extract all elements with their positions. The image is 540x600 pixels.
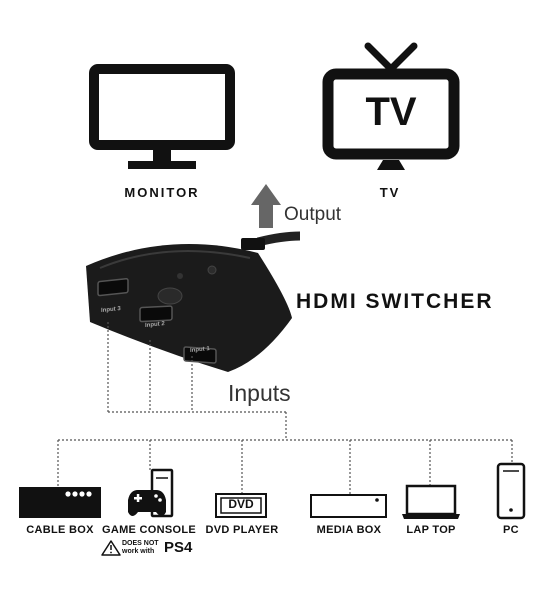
ps4-warning-brand: PS4 bbox=[164, 539, 193, 556]
connection-lines bbox=[57, 322, 513, 494]
monitor-label: MONITOR bbox=[124, 185, 200, 200]
tv-screen-text: TV bbox=[365, 90, 417, 134]
dvd-logo-text: DVD bbox=[228, 497, 254, 511]
dvd-player-icon bbox=[215, 493, 267, 518]
device-label-media-box: MEDIA BOX bbox=[316, 524, 382, 536]
hdmi-port-3 bbox=[97, 277, 129, 297]
pc-icon bbox=[496, 462, 526, 520]
output-label: Output bbox=[284, 204, 342, 225]
tv-label: TV bbox=[379, 185, 401, 200]
switcher-title: HDMI SWITCHER bbox=[296, 290, 494, 313]
monitor-icon bbox=[89, 64, 235, 169]
hdmi-port-2 bbox=[139, 305, 173, 323]
ps4-warning-line2: work with bbox=[122, 548, 155, 555]
device-label-laptop: LAP TOP bbox=[406, 524, 456, 536]
device-label-game-console: GAME CONSOLE bbox=[101, 524, 197, 536]
warning-icon bbox=[101, 540, 121, 556]
output-arrow bbox=[251, 184, 281, 228]
ps4-warning-line1: DOES NOT bbox=[122, 540, 159, 547]
inputs-label: Inputs bbox=[228, 380, 291, 406]
tv-icon bbox=[322, 42, 460, 170]
game-console-icon bbox=[128, 468, 174, 518]
cable-box-icon bbox=[19, 487, 101, 518]
media-box-icon bbox=[310, 494, 387, 518]
hdmi-cable bbox=[241, 231, 301, 250]
ps4-warning-text: DOES NOT work with bbox=[122, 540, 159, 556]
hdmi-switcher-device bbox=[86, 244, 292, 372]
device-label-pc: PC bbox=[503, 524, 519, 536]
laptop-icon bbox=[402, 484, 460, 519]
hdmi-port-1 bbox=[183, 346, 217, 364]
device-label-cable-box: CABLE BOX bbox=[26, 524, 94, 536]
device-label-dvd-player: DVD PLAYER bbox=[205, 524, 279, 536]
